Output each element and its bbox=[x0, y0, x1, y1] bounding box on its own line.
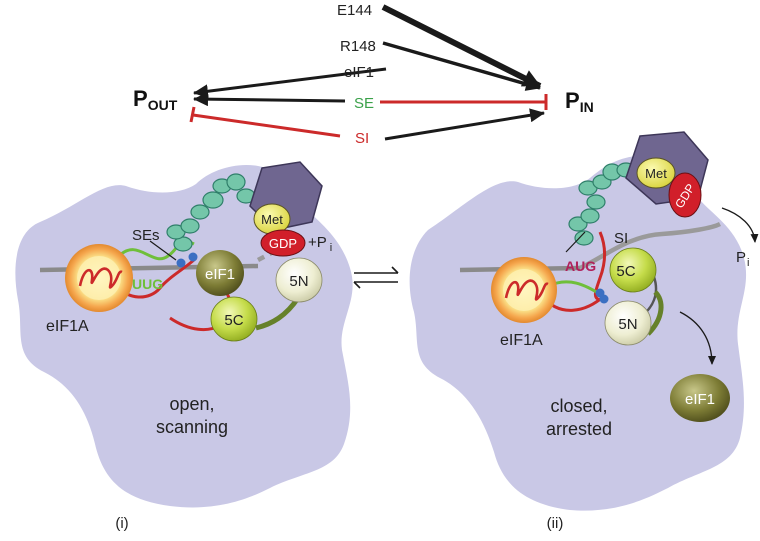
blue-dot-right-2 bbox=[599, 294, 609, 304]
state-scanning-label: scanning bbox=[156, 417, 228, 437]
label-eif1-top: eIF1 bbox=[344, 64, 374, 81]
equilibrium-arrows bbox=[353, 266, 399, 289]
gdp-right bbox=[668, 172, 702, 218]
pi-release-arrow bbox=[721, 207, 759, 243]
si-arrow bbox=[384, 108, 545, 141]
eif1a-core-right bbox=[503, 269, 545, 311]
state-closed-label: closed, bbox=[550, 396, 607, 416]
eif1-left bbox=[196, 250, 244, 296]
p-out-label: POUT bbox=[133, 86, 178, 113]
ses-pointer bbox=[149, 240, 177, 261]
met-label-left: Met bbox=[261, 212, 283, 227]
n5-label-right: 5N bbox=[618, 316, 637, 333]
panel-closed-arrested: Met GDP Pi SI AUG eIF1A 5C 5N eIF1 bbox=[409, 131, 759, 532]
n5-left bbox=[275, 257, 323, 303]
eif1a-core-left bbox=[77, 256, 121, 300]
blue-dot-left-2 bbox=[188, 252, 198, 262]
state-arrested-label: arrested bbox=[546, 419, 612, 439]
label-si: SI bbox=[355, 130, 369, 147]
e144-arrow bbox=[381, 4, 542, 89]
aug-label: AUG bbox=[565, 258, 596, 274]
blue-dot-left-1 bbox=[176, 258, 186, 268]
si-inhibition-bar bbox=[189, 106, 196, 123]
r148-arrow bbox=[382, 41, 541, 91]
n5-c5-linker-left bbox=[255, 296, 301, 331]
eif1-arrow bbox=[193, 67, 387, 99]
c5-right bbox=[609, 247, 657, 293]
gdp-left bbox=[260, 229, 306, 257]
eif1a-helix-left bbox=[78, 267, 123, 289]
si-linker-right bbox=[593, 231, 606, 302]
c5-label-right: 5C bbox=[616, 263, 635, 280]
eif1a-helix-right bbox=[504, 279, 549, 301]
eif1-right bbox=[670, 374, 730, 422]
met-label-right: Met bbox=[645, 166, 667, 181]
eif1-label-left: eIF1 bbox=[205, 266, 235, 283]
label-se: SE bbox=[354, 95, 374, 112]
panel-i-label: (i) bbox=[115, 515, 128, 532]
ses-label: SEs bbox=[132, 227, 160, 244]
n5-label-left: 5N bbox=[289, 273, 308, 290]
n5-right bbox=[604, 300, 652, 346]
si-inhibition bbox=[192, 113, 341, 138]
eif1a-label-right: eIF1A bbox=[500, 332, 543, 349]
label-r148: R148 bbox=[340, 38, 376, 55]
aug-pointer bbox=[565, 231, 586, 253]
pathway-scheme: E144 R148 eIF1 SE SI POUT PIN bbox=[133, 2, 594, 147]
state-open-label: open, bbox=[169, 394, 214, 414]
si-label-right: SI bbox=[614, 230, 628, 247]
mrna-right-curve bbox=[579, 221, 722, 271]
uug-label: UUG bbox=[132, 276, 163, 292]
pi-label-right: Pi bbox=[736, 249, 749, 269]
eif1-release-arrow bbox=[679, 311, 716, 365]
se-arrow bbox=[193, 92, 346, 107]
p-in-label: PIN bbox=[565, 88, 594, 115]
c5-left bbox=[210, 296, 258, 342]
ribosome-40s-right bbox=[409, 155, 747, 511]
eif1-label-right: eIF1 bbox=[685, 391, 715, 408]
eif1a-label-left: eIF1A bbox=[46, 318, 89, 335]
n5-c5-linker-right bbox=[646, 290, 664, 336]
label-e144: E144 bbox=[337, 2, 372, 19]
c5-label-left: 5C bbox=[224, 312, 243, 329]
panel-ii-label: (ii) bbox=[547, 515, 564, 532]
met-right bbox=[636, 157, 676, 189]
gdp-label-left: GDP bbox=[269, 236, 297, 251]
